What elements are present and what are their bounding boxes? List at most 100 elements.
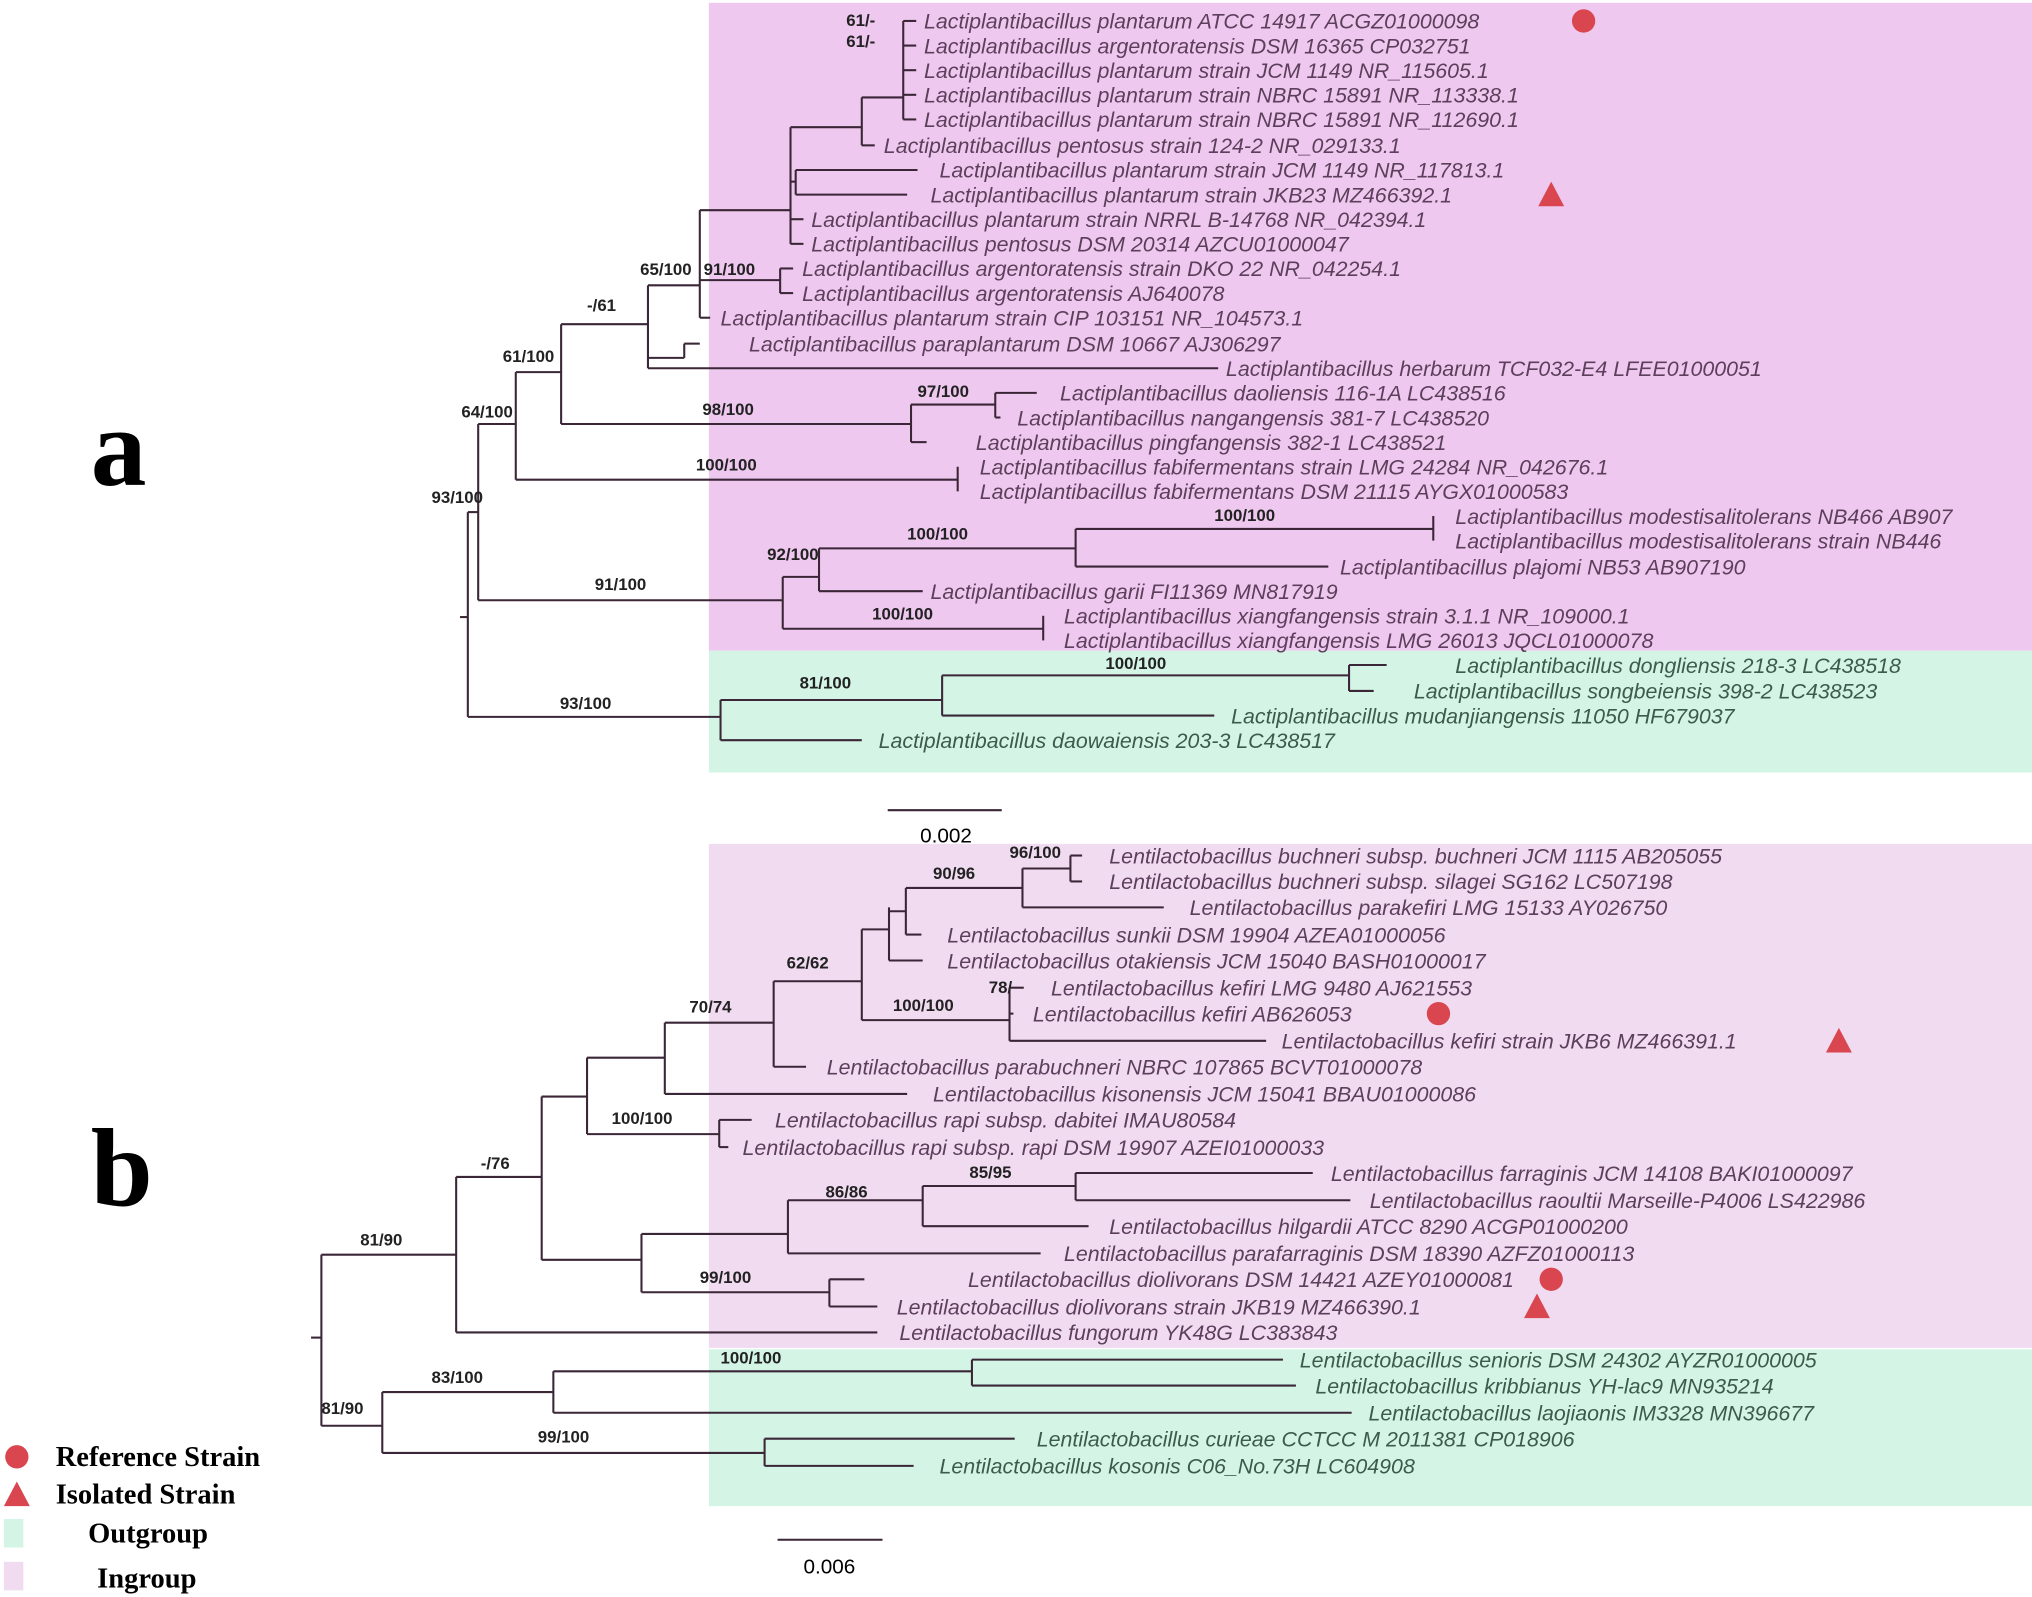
bootstrap-support-label: -/61: [587, 296, 616, 315]
panel-a-taxa: Lactiplantibacillus plantarum ATCC 14917…: [721, 9, 1953, 753]
taxon-label: Lactiplantibacillus argentoratensis stra…: [802, 257, 1401, 281]
taxon-label: Lentilactobacillus kefiri strain JKB6 MZ…: [1282, 1030, 1737, 1054]
taxon-label: Lactiplantibacillus mudanjiangensis 1105…: [1231, 704, 1736, 728]
bootstrap-support-label: 61/-: [846, 11, 875, 30]
bootstrap-support-label: 85/95: [969, 1163, 1011, 1182]
bootstrap-support-label: 90/96: [933, 864, 975, 883]
taxon-label: Lactiplantibacillus plantarum strain NBR…: [924, 84, 1519, 108]
legend-isolated-label: Isolated Strain: [56, 1479, 236, 1510]
taxon-label: Lactiplantibacillus plantarum strain CIP…: [721, 306, 1304, 330]
bootstrap-support-label: 86/86: [826, 1183, 868, 1202]
bootstrap-support-label: 93/100: [432, 488, 483, 507]
reference-strain-circle-icon: [1426, 1001, 1451, 1026]
taxon-label: Lentilactobacillus rapi subsp. dabitei I…: [775, 1109, 1236, 1133]
taxon-label: Lentilactobacillus curieae CCTCC M 20113…: [1037, 1427, 1575, 1451]
taxon-label: Lactiplantibacillus pentosus DSM 20314 A…: [811, 233, 1350, 257]
taxon-label: Lactiplantibacillus garii FI11369 MN8179…: [930, 580, 1337, 604]
isolated-triangle-icon: [3, 1481, 30, 1507]
reference-strain-circle-icon: [1539, 1267, 1563, 1291]
taxon-label: Lentilactobacillus laojiaonis IM3328 MN3…: [1368, 1402, 1815, 1426]
scale-bar-label: 0.006: [803, 1555, 855, 1578]
bootstrap-support-label: 78/: [989, 978, 1013, 997]
taxon-label: Lentilactobacillus rapi subsp. rapi DSM …: [743, 1136, 1325, 1160]
bootstrap-support-label: 70/74: [689, 997, 732, 1016]
taxon-label: Lactiplantibacillus xiangfangensis strai…: [1064, 605, 1630, 629]
taxon-label: Lactiplantibacillus modestisalitolerans …: [1455, 529, 1941, 553]
bootstrap-support-label: 97/100: [918, 382, 969, 401]
taxon-label: Lactiplantibacillus plantarum ATCC 14917…: [924, 10, 1479, 34]
taxon-label: Lactiplantibacillus argentoratensis DSM …: [924, 34, 1471, 58]
bootstrap-support-label: 61/-: [846, 32, 875, 51]
taxon-label: Lentilactobacillus kisonensis JCM 15041 …: [933, 1083, 1476, 1107]
panel-b-ingroup-background: [708, 843, 2032, 1348]
taxon-label: Lactiplantibacillus modestisalitolerans …: [1455, 505, 1953, 529]
taxon-label: Lactiplantibacillus fabifermentans strai…: [980, 456, 1609, 480]
taxon-label: Lentilactobacillus kefiri LMG 9480 AJ621…: [1051, 976, 1472, 1000]
panel-a-ingroup-background: [708, 2, 2032, 651]
taxon-label: Lactiplantibacillus nangangensis 381-7 L…: [1017, 406, 1489, 430]
taxon-label: Lentilactobacillus buchneri subsp. buchn…: [1109, 844, 1722, 868]
bootstrap-support-label: 100/100: [696, 456, 757, 475]
taxon-label: Lactiplantibacillus paraplantarum DSM 10…: [749, 332, 1282, 356]
bootstrap-support-label: 91/100: [704, 260, 755, 279]
panel-a-tree-branches: [460, 19, 1435, 742]
taxon-label: Lactiplantibacillus plantarum strain NBR…: [924, 108, 1519, 132]
panel-b-letter: b: [91, 1107, 153, 1230]
bootstrap-support-label: 65/100: [640, 260, 691, 279]
taxon-label: Lentilactobacillus kefiri AB626053: [1033, 1002, 1352, 1026]
taxon-label: Lactiplantibacillus plantarum strain JKB…: [930, 183, 1452, 207]
bootstrap-support-label: 100/100: [1214, 506, 1275, 525]
taxon-label: Lentilactobacillus buchneri subsp. silag…: [1109, 870, 1672, 894]
bootstrap-support-label: 81/90: [321, 1399, 363, 1418]
legend: Reference Strain Isolated Strain Outgrou…: [3, 1442, 261, 1595]
bootstrap-support-label: 98/100: [702, 400, 753, 419]
taxon-label: Lactiplantibacillus herbarum TCF032-E4 L…: [1226, 357, 1762, 381]
taxon-label: Lactiplantibacillus argentoratensis AJ64…: [802, 282, 1224, 306]
panel-a-letter: a: [91, 387, 147, 510]
bootstrap-support-label: 81/100: [800, 673, 851, 692]
bootstrap-support-label: 96/100: [1010, 843, 1061, 862]
panel-b-tree-branches: [311, 854, 1352, 1467]
bootstrap-support-label: 100/100: [612, 1109, 673, 1128]
taxon-label: Lentilactobacillus sunkii DSM 19904 AZEA…: [947, 923, 1445, 947]
legend-reference-label: Reference Strain: [56, 1442, 261, 1473]
outgroup-swatch-icon: [3, 1519, 24, 1548]
taxon-label: Lactiplantibacillus plajomi NB53 AB90719…: [1340, 555, 1746, 579]
taxon-label: Lactiplantibacillus plantarum strain NRR…: [811, 208, 1426, 232]
bootstrap-support-label: 91/100: [595, 575, 646, 594]
taxon-label: Lactiplantibacillus plantarum strain JCM…: [924, 59, 1489, 83]
bootstrap-support-label: 92/100: [767, 545, 818, 564]
taxon-label: Lactiplantibacillus pentosus strain 124-…: [884, 134, 1401, 158]
bootstrap-support-label: 62/62: [787, 953, 829, 972]
bootstrap-support-label: 61/100: [503, 347, 554, 366]
panel-b-outgroup-background: [708, 1349, 2032, 1507]
taxon-label: Lentilactobacillus fungorum YK48G LC3838…: [899, 1321, 1337, 1345]
panel-a-scale-bar: 0.002: [887, 809, 1002, 848]
bootstrap-support-label: 83/100: [432, 1368, 483, 1387]
bootstrap-support-label: 99/100: [700, 1268, 751, 1287]
taxon-label: Lactiplantibacillus pingfangensis 382-1 …: [976, 431, 1447, 455]
taxon-label: Lentilactobacillus diolivorans DSM 14421…: [968, 1268, 1514, 1292]
bootstrap-support-label: 64/100: [461, 402, 512, 421]
isolated-strain-triangle-icon: [1538, 181, 1565, 207]
taxon-label: Lentilactobacillus hilgardii ATCC 8290 A…: [1109, 1215, 1628, 1239]
reference-circle-icon: [5, 1445, 29, 1469]
bootstrap-support-label: 93/100: [560, 694, 611, 713]
ingroup-swatch-icon: [3, 1561, 24, 1591]
bootstrap-support-label: 100/100: [1105, 654, 1166, 673]
taxon-label: Lentilactobacillus parafarraginis DSM 18…: [1064, 1242, 1634, 1266]
scale-bar-label: 0.002: [920, 825, 972, 848]
bootstrap-support-label: 100/100: [907, 524, 968, 543]
taxon-label: Lentilactobacillus diolivorans strain JK…: [897, 1295, 1421, 1319]
bootstrap-support-label: -/76: [481, 1154, 510, 1173]
taxon-label: Lentilactobacillus farraginis JCM 14108 …: [1331, 1162, 1854, 1186]
legend-outgroup-label: Outgroup: [88, 1518, 208, 1549]
panel-a-outgroup-background: [708, 650, 2032, 773]
taxon-label: Lactiplantibacillus fabifermentans DSM 2…: [980, 480, 1569, 504]
bootstrap-support-label: 99/100: [538, 1428, 589, 1447]
bootstrap-support-label: 100/100: [721, 1349, 782, 1368]
taxon-label: Lactiplantibacillus dongliensis 218-3 LC…: [1455, 654, 1901, 678]
taxon-label: Lentilactobacillus parakefiri LMG 15133 …: [1190, 896, 1668, 920]
bootstrap-support-label: 100/100: [872, 605, 933, 624]
